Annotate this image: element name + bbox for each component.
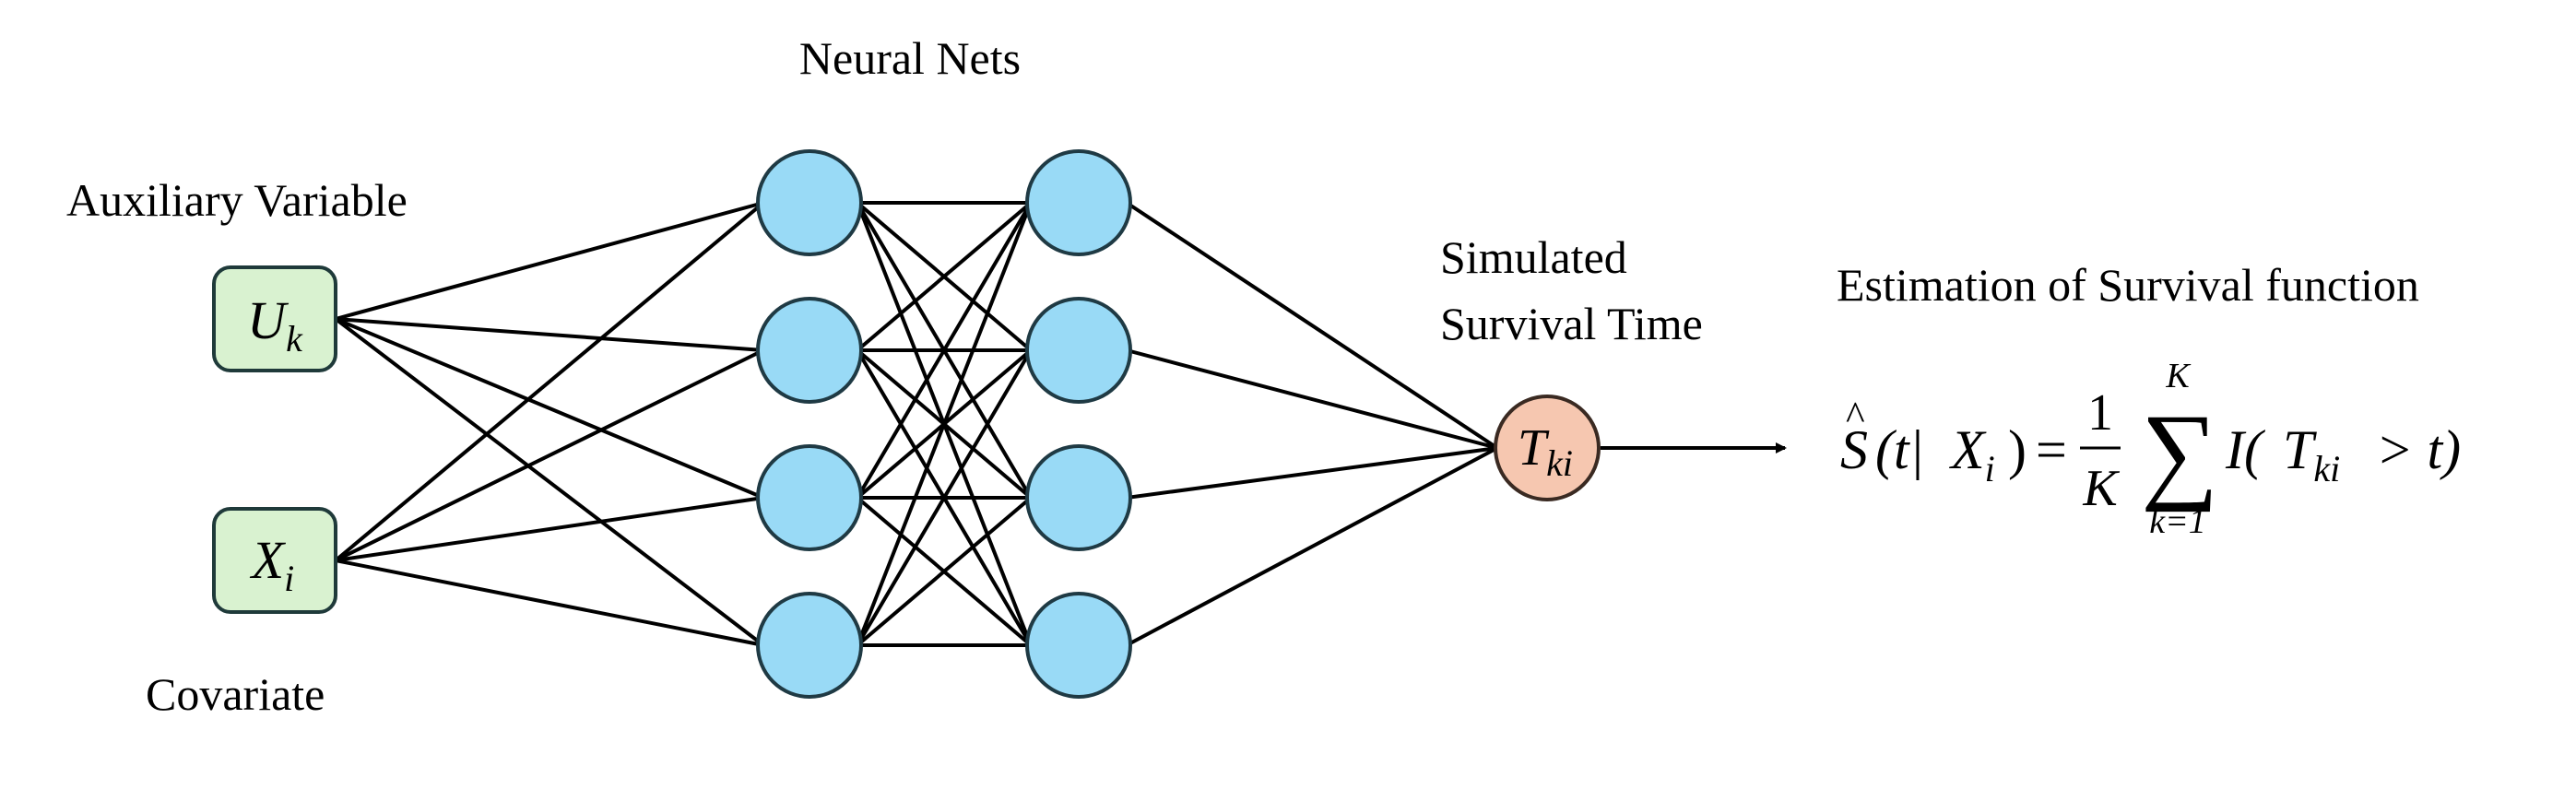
simulated-label-line2: Survival Time bbox=[1440, 298, 1703, 349]
edge-u-to-h1-3 bbox=[335, 317, 764, 500]
input-x-symbol: Xi bbox=[250, 530, 295, 599]
output-circle bbox=[1494, 395, 1601, 501]
edge-h1-4-to-h2-1 bbox=[856, 202, 1033, 646]
edge-h2-3-to-output bbox=[1126, 446, 1498, 500]
edge-x-to-h1-4 bbox=[335, 559, 764, 647]
neuron-layer1-2 bbox=[756, 297, 863, 404]
input-node-u: Uk bbox=[212, 265, 337, 372]
input-u-base: U bbox=[247, 290, 290, 350]
hidden-neurons bbox=[756, 149, 1132, 699]
formula-lhs-s: S bbox=[1840, 419, 1868, 480]
neuron-layer2-2 bbox=[1025, 297, 1132, 404]
edge-x-to-h1-2 bbox=[335, 348, 764, 562]
formula-ind-t-base: T bbox=[2283, 419, 2317, 480]
edge-u-to-h1-1 bbox=[335, 201, 764, 321]
formula-frac-num: 1 bbox=[2087, 384, 2113, 442]
output-symbol: Tki bbox=[1518, 419, 1573, 484]
edge-x-to-h1-3 bbox=[335, 496, 764, 562]
input-node-x: Xi bbox=[212, 507, 337, 614]
formula-lhs-x-base: X bbox=[1949, 419, 1987, 480]
formula-lhs-x-sub: i bbox=[1985, 448, 1995, 489]
edge-x-to-h1-1 bbox=[334, 201, 765, 562]
formula-sum-upper: K bbox=[2165, 357, 2191, 395]
edge-h1-4-to-h2-3 bbox=[856, 496, 1033, 647]
formula-hat: ^ bbox=[1846, 394, 1865, 439]
auxiliary-variable-label: Auxiliary Variable bbox=[66, 174, 408, 226]
network-edges bbox=[334, 201, 1499, 647]
neuron-layer2-4 bbox=[1025, 592, 1132, 699]
neuron-layer1-3 bbox=[756, 444, 863, 551]
edge-h2-2-to-output bbox=[1126, 348, 1498, 450]
formula-frac-den: K bbox=[2082, 460, 2120, 517]
survival-formula: S ^ (t| Xi ) = 1 K K ∑ k=1 I( Tki > t) bbox=[1840, 357, 2461, 541]
input-x-base: X bbox=[250, 530, 287, 590]
edge-u-to-h1-2 bbox=[335, 317, 764, 352]
neuron-layer2-1 bbox=[1025, 149, 1132, 256]
edge-h2-1-to-output bbox=[1125, 201, 1499, 450]
covariate-label: Covariate bbox=[146, 668, 325, 720]
input-u-sub: k bbox=[286, 318, 303, 359]
formula-equals: = bbox=[2036, 419, 2067, 480]
simulated-label-line1: Simulated bbox=[1440, 231, 1627, 283]
formula-ind-t: Tki bbox=[2283, 419, 2340, 489]
edge-h1-4-to-h2-2 bbox=[856, 348, 1033, 647]
edge-u-to-h1-4 bbox=[334, 317, 765, 647]
edge-h1-3-to-h2-1 bbox=[856, 201, 1033, 500]
output-node: Tki bbox=[1494, 395, 1601, 501]
formula-sum-lower: k=1 bbox=[2149, 502, 2206, 541]
estimation-label: Estimation of Survival function bbox=[1837, 259, 2419, 311]
output-base: T bbox=[1518, 419, 1550, 477]
neural-nets-label: Neural Nets bbox=[799, 32, 1021, 84]
formula-indicator: I( bbox=[2225, 419, 2266, 480]
neuron-layer1-1 bbox=[756, 149, 863, 256]
neuron-layer1-4 bbox=[756, 592, 863, 699]
formula-ind-rest: > t) bbox=[2362, 419, 2461, 480]
input-box-x bbox=[212, 507, 337, 614]
neuron-layer2-3 bbox=[1025, 444, 1132, 551]
input-box-u bbox=[212, 265, 337, 372]
formula-lhs-close: ) bbox=[2008, 419, 2027, 480]
formula-ind-t-sub: ki bbox=[2313, 448, 2340, 489]
formula-lhs-x: Xi bbox=[1949, 419, 1995, 489]
input-u-symbol: Uk bbox=[247, 290, 303, 359]
edge-h1-2-to-h2-1 bbox=[856, 201, 1033, 352]
input-x-sub: i bbox=[284, 558, 294, 599]
output-sub: ki bbox=[1546, 442, 1573, 484]
formula-lhs-args: (t| bbox=[1875, 419, 1924, 480]
edge-h2-4-to-output bbox=[1126, 446, 1498, 647]
formula-sum-symbol: ∑ bbox=[2141, 392, 2218, 512]
